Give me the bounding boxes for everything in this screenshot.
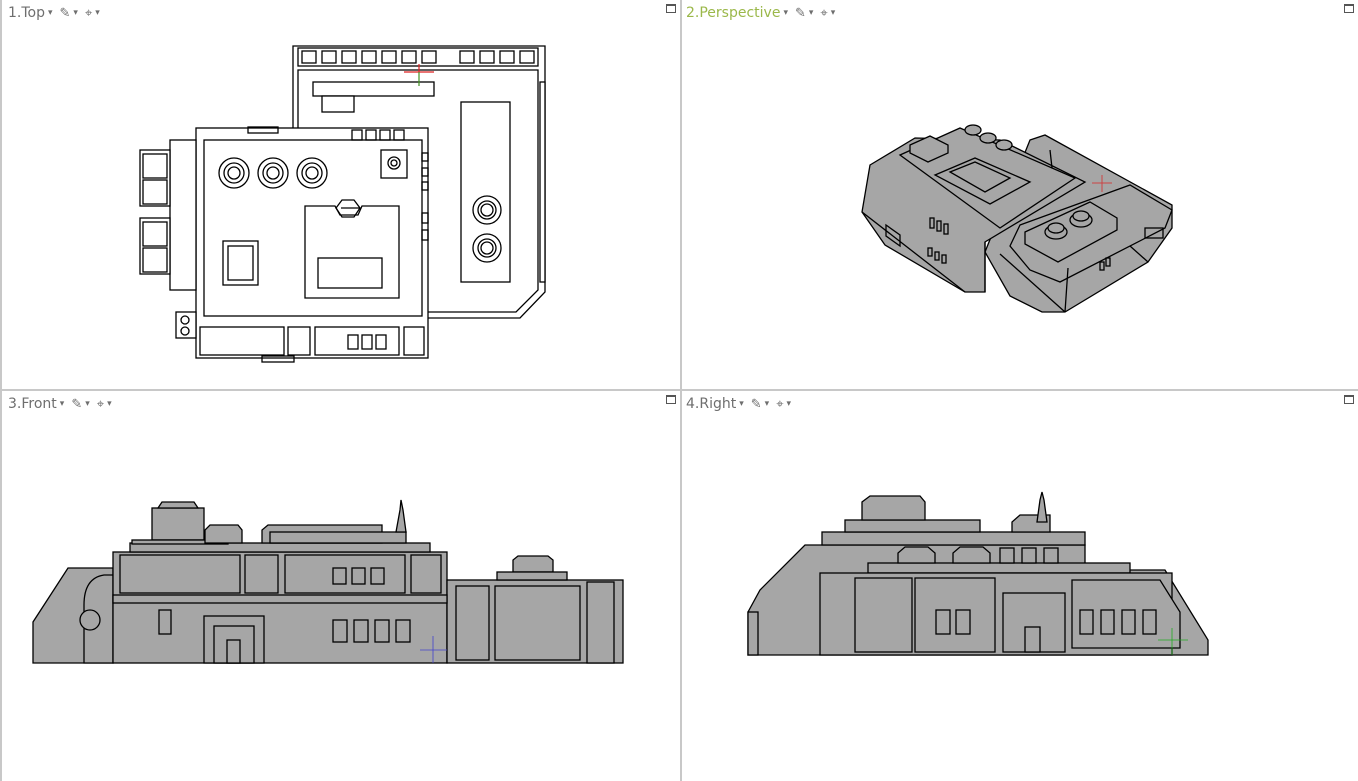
crosshair-target-icon[interactable]: ⌖ xyxy=(776,396,784,412)
caret-down-icon[interactable]: ▾ xyxy=(85,399,90,409)
maximize-icon[interactable] xyxy=(1344,4,1354,13)
caret-down-icon[interactable]: ▾ xyxy=(783,8,788,18)
viewport-perspective[interactable]: 2.Perspective▾ ✎▾ ⌖▾ xyxy=(682,0,1358,389)
viewport-title[interactable]: 2.Perspective xyxy=(686,5,781,21)
caret-down-icon[interactable]: ▾ xyxy=(786,399,792,409)
caret-down-icon[interactable]: ▾ xyxy=(47,8,53,18)
pen-icon[interactable]: ✎ xyxy=(750,396,762,412)
maximize-icon[interactable] xyxy=(666,4,676,13)
viewport-header: 4.Right▾ ✎▾ ⌖▾ xyxy=(686,396,795,412)
viewport-title[interactable]: 3.Front xyxy=(8,396,57,412)
caret-down-icon[interactable]: ▾ xyxy=(73,8,78,18)
viewport-front[interactable]: 3.Front▾ ✎▾ ⌖▾ xyxy=(0,391,680,781)
viewport-header: 2.Perspective▾ ✎▾ ⌖▾ xyxy=(686,5,839,21)
viewport-right[interactable]: 4.Right▾ ✎▾ ⌖▾ xyxy=(682,391,1358,781)
crosshair-target-icon[interactable]: ⌖ xyxy=(96,396,105,412)
pen-icon[interactable]: ✎ xyxy=(71,396,83,412)
viewport-header: 3.Front▾ ✎▾ ⌖▾ xyxy=(8,396,116,412)
caret-down-icon[interactable]: ▾ xyxy=(107,399,112,409)
maximize-icon[interactable] xyxy=(1344,395,1354,404)
caret-down-icon[interactable]: ▾ xyxy=(830,8,836,18)
pen-icon[interactable]: ✎ xyxy=(794,5,806,21)
pen-icon[interactable]: ✎ xyxy=(59,5,71,21)
caret-down-icon[interactable]: ▾ xyxy=(739,399,744,409)
viewport-title[interactable]: 1.Top xyxy=(8,5,45,21)
caret-down-icon[interactable]: ▾ xyxy=(764,399,770,409)
viewport-title[interactable]: 4.Right xyxy=(686,396,737,412)
maximize-icon[interactable] xyxy=(666,395,676,404)
crosshair-target-icon[interactable]: ⌖ xyxy=(820,5,828,21)
viewport-top[interactable]: 1.Top▾ ✎▾ ⌖▾ xyxy=(0,0,680,389)
caret-down-icon[interactable]: ▾ xyxy=(59,399,65,409)
caret-down-icon[interactable]: ▾ xyxy=(95,8,100,18)
viewport-header: 1.Top▾ ✎▾ ⌖▾ xyxy=(8,5,104,21)
crosshair-target-icon[interactable]: ⌖ xyxy=(84,5,93,21)
caret-down-icon[interactable]: ▾ xyxy=(808,8,814,18)
viewport-divider-horizontal[interactable] xyxy=(0,389,1358,391)
